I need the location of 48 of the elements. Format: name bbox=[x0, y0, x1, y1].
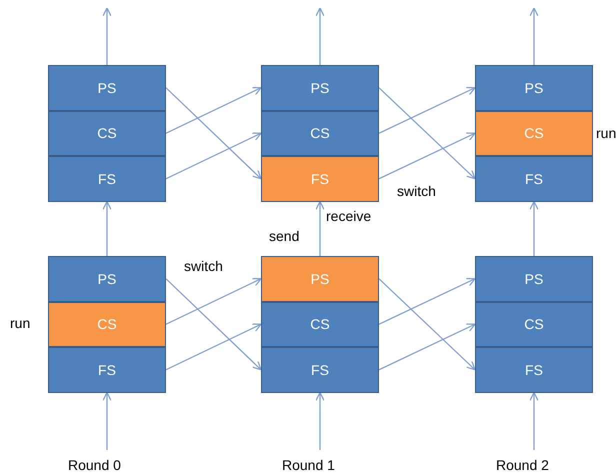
arrow bbox=[378, 278, 476, 370]
round-label: Round 2 bbox=[496, 457, 549, 473]
arrow bbox=[166, 132, 262, 180]
slot-cell: CS bbox=[261, 302, 379, 347]
step-label: run bbox=[596, 125, 616, 141]
arrow bbox=[378, 278, 476, 325]
round-label: Round 1 bbox=[282, 457, 335, 473]
slot-cell: FS bbox=[261, 156, 379, 202]
slot-cell: PS bbox=[48, 256, 166, 302]
slot-cell: PS bbox=[475, 65, 593, 110]
round-label: Round 0 bbox=[68, 457, 121, 473]
slot-cell: PS bbox=[48, 65, 166, 110]
step-label: switch bbox=[184, 258, 223, 274]
arrow bbox=[378, 132, 476, 180]
slot-cell: PS bbox=[475, 256, 593, 302]
arrow bbox=[166, 87, 262, 134]
arrow bbox=[166, 324, 262, 370]
arrow bbox=[529, 200, 539, 256]
step-label: run bbox=[10, 315, 30, 331]
step-label: receive bbox=[326, 208, 372, 224]
slot-cell: CS bbox=[475, 302, 593, 347]
slot-cell: FS bbox=[48, 347, 166, 392]
step-label: send bbox=[269, 228, 300, 244]
arrow bbox=[378, 86, 476, 134]
arrow bbox=[166, 87, 262, 180]
slot-cell: FS bbox=[475, 156, 593, 202]
step-label: switch bbox=[397, 183, 436, 199]
arrow bbox=[315, 392, 325, 450]
slot-cell: CS bbox=[475, 110, 593, 156]
arrow bbox=[166, 278, 262, 370]
slot-cell: PS bbox=[261, 65, 379, 110]
slot-cell: PS bbox=[261, 256, 379, 302]
arrow bbox=[315, 200, 325, 256]
slot-cell: CS bbox=[48, 110, 166, 156]
slot-cell: FS bbox=[48, 156, 166, 202]
arrow bbox=[529, 7, 539, 65]
slot-cell: CS bbox=[261, 110, 379, 156]
arrow bbox=[378, 87, 476, 180]
arrow bbox=[102, 200, 112, 256]
arrow bbox=[166, 278, 262, 325]
arrow bbox=[102, 392, 112, 450]
slot-cell: FS bbox=[475, 347, 593, 392]
arrow bbox=[315, 7, 325, 65]
arrow bbox=[102, 7, 112, 65]
slot-cell: CS bbox=[48, 302, 166, 347]
arrow bbox=[529, 392, 539, 450]
slot-cell: FS bbox=[261, 347, 379, 392]
arrow bbox=[378, 323, 476, 370]
